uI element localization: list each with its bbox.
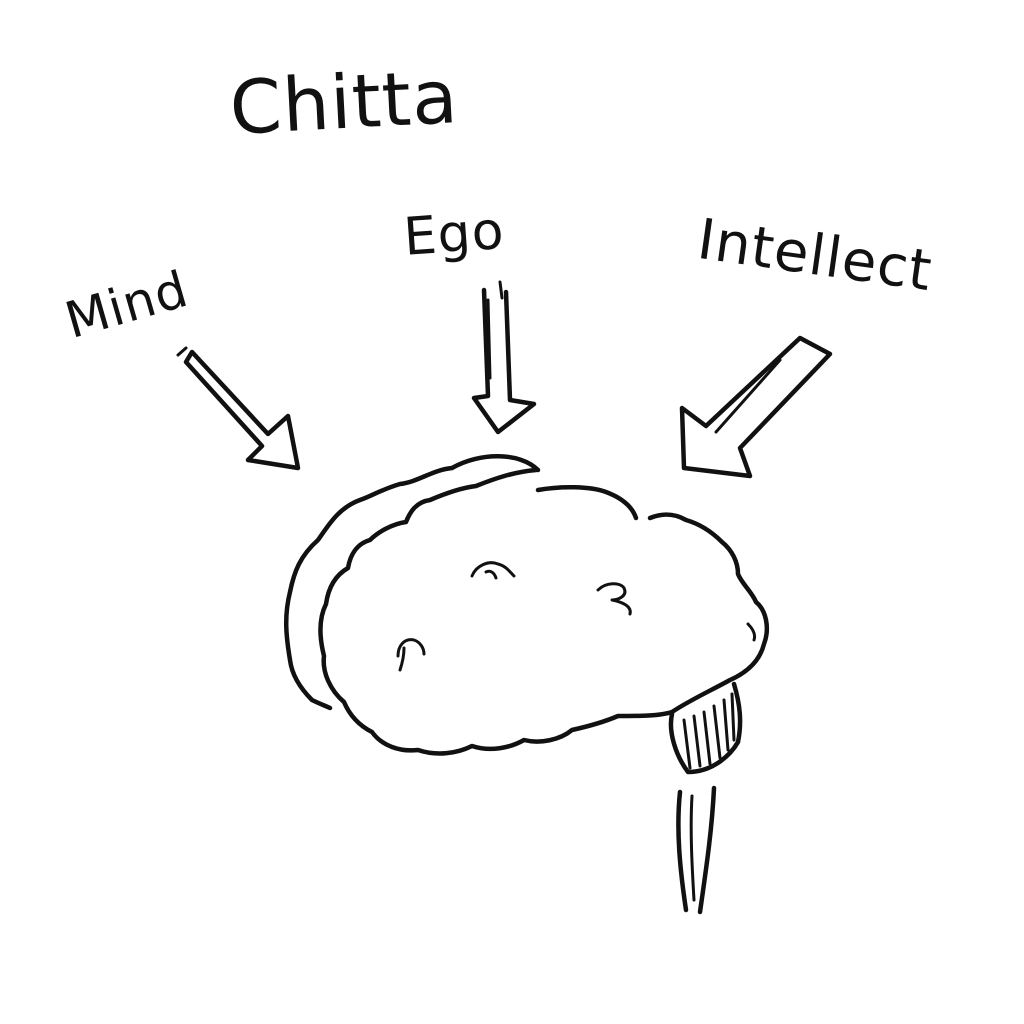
- intellect-arrow: [679, 335, 833, 479]
- brain-icon: [283, 454, 769, 915]
- ego-label: Ego: [401, 200, 507, 268]
- mind-arrow: [176, 346, 301, 471]
- diagram-title: Chitta: [227, 54, 461, 152]
- ego-arrow: [471, 280, 537, 435]
